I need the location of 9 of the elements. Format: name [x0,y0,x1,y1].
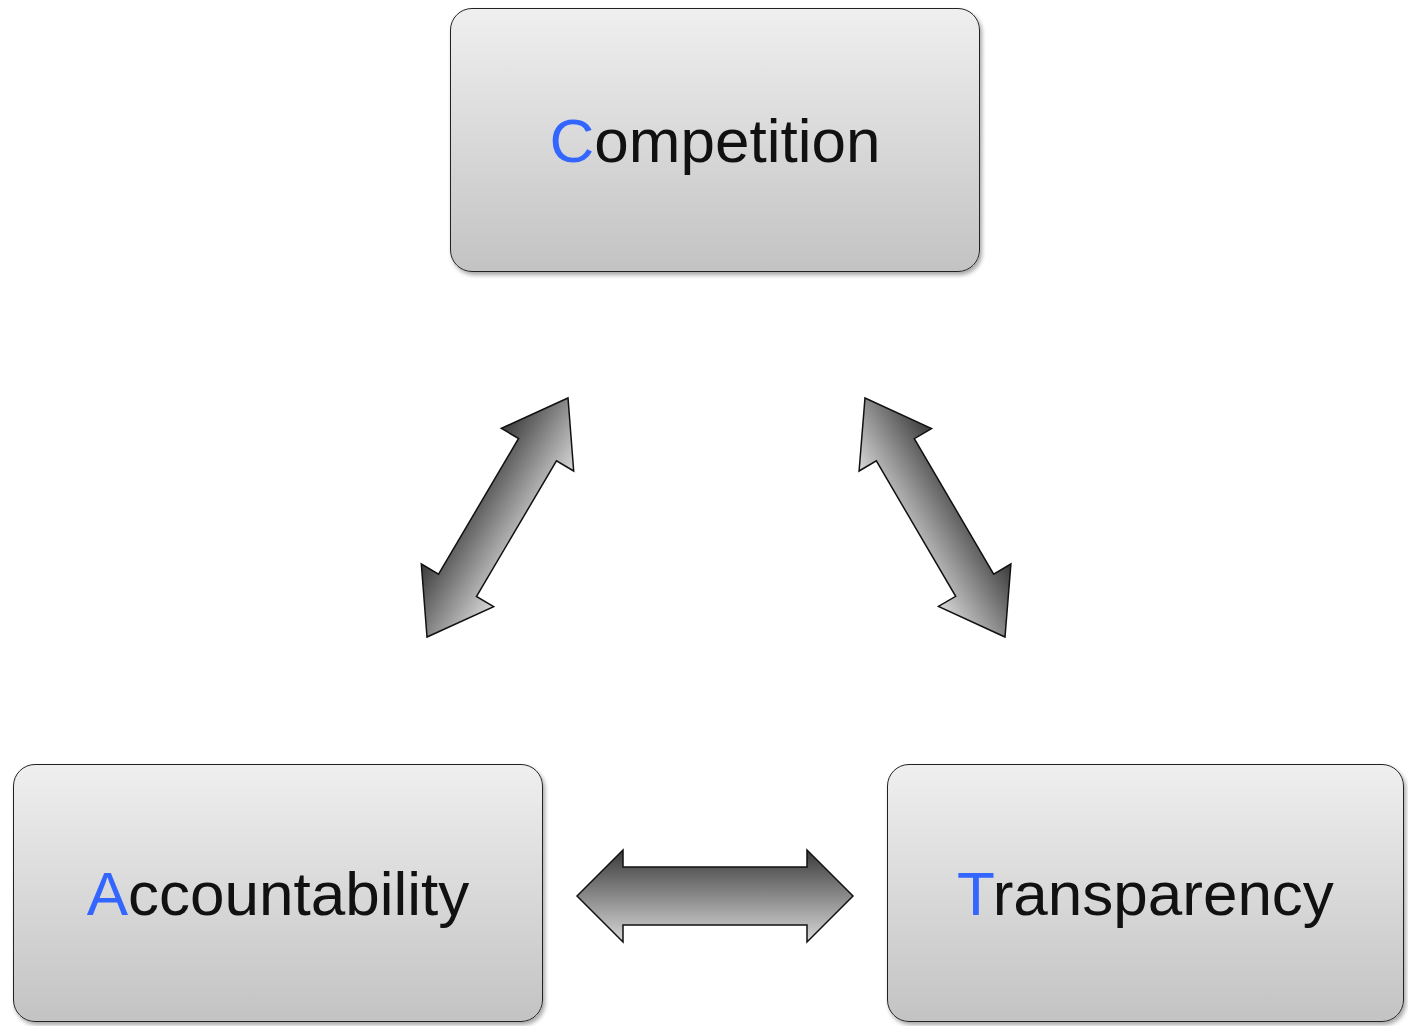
box-label: Transparency [957,857,1334,929]
rounded-box [13,764,543,1022]
box-label: Accountability [86,857,470,929]
rounded-box [450,8,980,272]
double-arrow [575,848,855,944]
rounded-box [887,764,1404,1022]
double-arrow [858,396,1012,639]
double-arrow [420,396,575,639]
box-label: Competition [549,104,881,176]
